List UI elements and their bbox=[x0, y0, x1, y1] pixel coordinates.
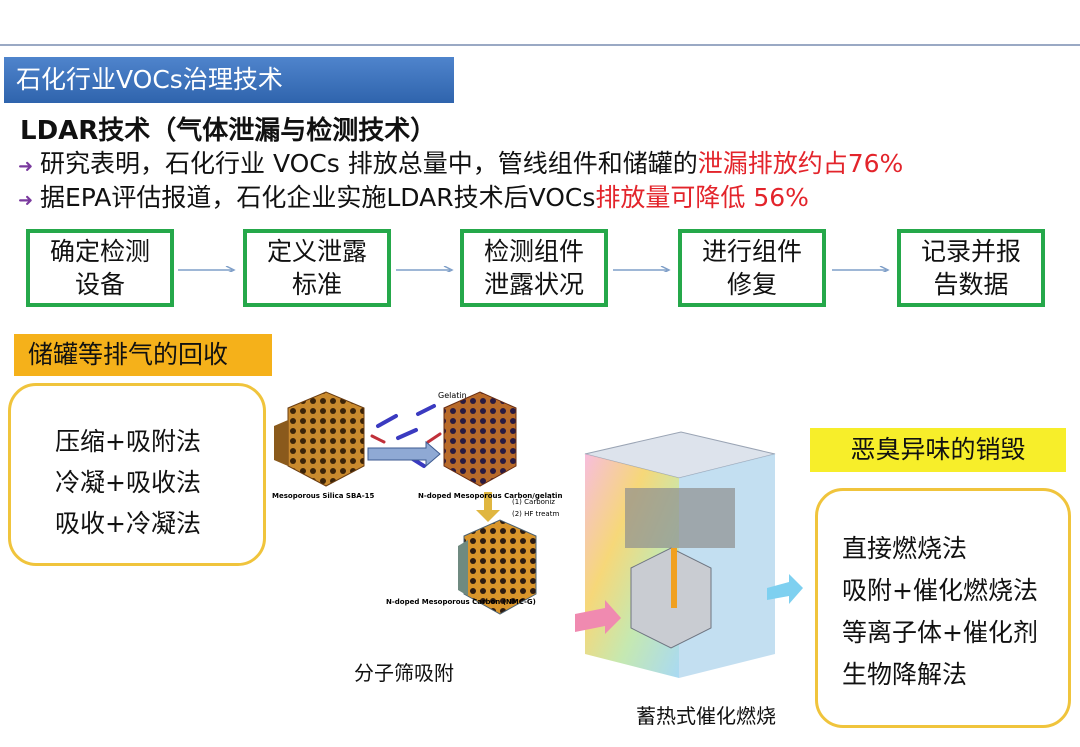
bullet-highlight: 泄漏排放约占76% bbox=[697, 149, 904, 178]
adsorption-caption: 分子筛吸附 bbox=[354, 661, 454, 685]
rco-caption: 蓄热式催化燃烧 bbox=[636, 704, 776, 728]
method-item: 吸收+冷凝法 bbox=[55, 509, 201, 538]
recovery-tag: 储罐等排气的回收 bbox=[14, 334, 272, 376]
figure-label: Gelatin bbox=[438, 391, 467, 400]
bullet-arrow-icon: ➜ bbox=[18, 190, 34, 211]
figure-label: Mesoporous Silica SBA-15 bbox=[272, 492, 374, 500]
method-item: 直接燃烧法 bbox=[842, 534, 968, 563]
bullet-item: ➜ 研究表明，石化行业 VOCs 排放总量中，管线组件和储罐的泄漏排放约占76% bbox=[18, 144, 903, 180]
flow-arrow-icon bbox=[178, 266, 236, 272]
method-item: 生物降解法 bbox=[842, 660, 968, 689]
bullet-item: ➜ 据EPA评估报道，石化企业实施LDAR技术后VOCs排放量可降低 56% bbox=[18, 178, 809, 214]
figure-label: (1) Carboniz bbox=[512, 498, 555, 506]
method-item: 冷凝+吸收法 bbox=[55, 468, 201, 497]
bullet-highlight: 排放量可降低 56% bbox=[595, 183, 809, 212]
section-heading: LDAR技术（气体泄漏与检测技术） bbox=[20, 116, 437, 146]
molecular-sieve-diagram: Gelatin Mesoporous Silica SBA-15 N-doped… bbox=[272, 391, 562, 615]
process-step: 检测组件 泄露状况 bbox=[460, 229, 608, 307]
figure-label: N-doped Mesoporous Carbon/gelatin bbox=[418, 492, 562, 500]
figure-label: (2) HF treatm bbox=[512, 510, 559, 518]
destruction-methods-box: 直接燃烧法 吸附+催化燃烧法 等离子体+催化剂 生物降解法 bbox=[815, 488, 1071, 728]
process-step: 进行组件 修复 bbox=[678, 229, 826, 307]
process-step: 定义泄露 标准 bbox=[243, 229, 391, 307]
method-item: 吸附+催化燃烧法 bbox=[842, 576, 1038, 605]
process-step: 记录并报 告数据 bbox=[897, 229, 1045, 307]
slide-title: 石化行业VOCs治理技术 bbox=[4, 57, 454, 103]
flow-arrow-icon bbox=[613, 266, 671, 272]
bullet-text: 据EPA评估报道，石化企业实施LDAR技术后VOCs bbox=[40, 183, 596, 212]
bullet-arrow-icon: ➜ bbox=[18, 156, 34, 177]
figure-label: N-doped Mesoporous Carbon (NMC-G) bbox=[386, 598, 536, 606]
method-item: 压缩+吸附法 bbox=[55, 427, 201, 456]
method-item: 等离子体+催化剂 bbox=[842, 618, 1038, 647]
flow-arrow-icon bbox=[832, 266, 890, 272]
bullet-text: 研究表明，石化行业 VOCs 排放总量中，管线组件和储罐的 bbox=[40, 149, 698, 178]
process-step: 确定检测 设备 bbox=[26, 229, 174, 307]
top-divider-line bbox=[0, 44, 1080, 46]
rco-unit-diagram bbox=[575, 431, 803, 678]
destruction-tag: 恶臭异味的销毁 bbox=[810, 428, 1066, 472]
recovery-methods-box: 压缩+吸附法 冷凝+吸收法 吸收+冷凝法 bbox=[8, 383, 266, 566]
flow-arrow-icon bbox=[396, 266, 454, 272]
